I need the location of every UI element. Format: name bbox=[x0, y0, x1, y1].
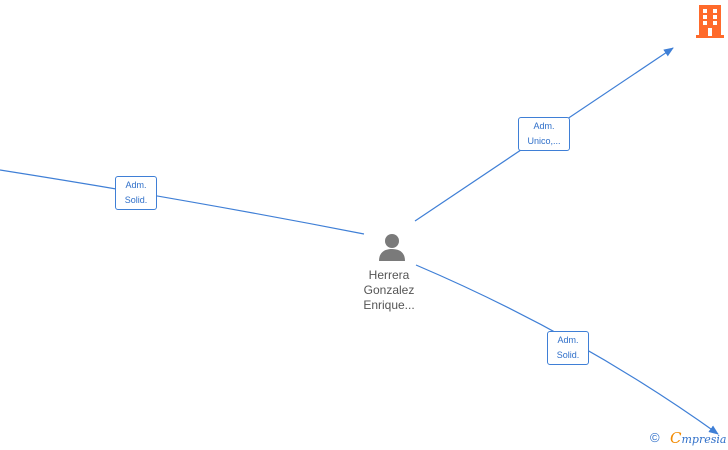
edge-label-type: Solid. bbox=[556, 350, 580, 360]
person-name-line: Enrique... bbox=[363, 298, 415, 312]
person-name-line: Herrera bbox=[368, 268, 410, 282]
person-name-line: Gonzalez bbox=[363, 283, 415, 297]
brand-logo: Cmpresia bbox=[670, 430, 726, 448]
building-icon[interactable] bbox=[695, 4, 725, 38]
edge-line-left bbox=[0, 169, 365, 235]
edge-label-top-right[interactable]: Adm. Unico,... bbox=[518, 117, 570, 151]
edge-label-role: Adm. bbox=[125, 180, 147, 190]
edge-label-left[interactable]: Adm. Solid. bbox=[115, 176, 157, 210]
copyright-symbol: © bbox=[650, 430, 660, 445]
edge-label-role: Adm. bbox=[557, 335, 579, 345]
person-icon[interactable] bbox=[376, 232, 408, 262]
edge-label-type: Solid. bbox=[124, 195, 148, 205]
edge-label-role: Adm. bbox=[533, 121, 555, 131]
edge-label-bottom-right[interactable]: Adm. Solid. bbox=[547, 331, 589, 365]
brand-logo-initial: C bbox=[670, 429, 682, 447]
brand-logo-rest: mpresia bbox=[681, 433, 727, 446]
edge-label-type: Unico,... bbox=[527, 136, 561, 146]
person-name-label[interactable]: Herrera Gonzalez Enrique... bbox=[344, 268, 434, 313]
